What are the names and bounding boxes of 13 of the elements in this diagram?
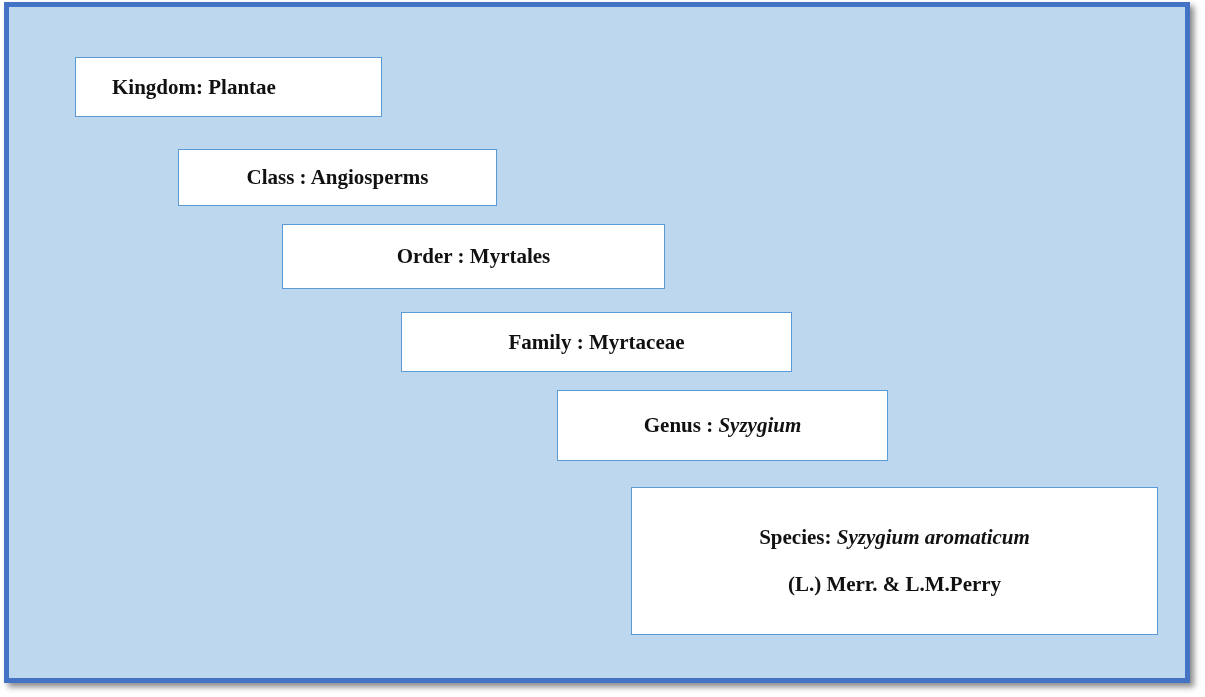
taxon-box: [282, 224, 665, 289]
taxon-box: [75, 57, 382, 117]
taxon-box: [178, 149, 497, 206]
taxon-box: [401, 312, 792, 372]
taxon-label: Family : Myrtaceae: [508, 329, 685, 355]
taxon-label: Species: Syzygium aromaticum: [759, 525, 1030, 550]
taxon-label: Kingdom: Plantae: [112, 74, 276, 100]
taxon-label: Genus : Syzygium: [643, 413, 802, 438]
taxon-box: [631, 487, 1158, 635]
taxon-label: Order : Myrtales: [396, 244, 551, 269]
taxon-box: [557, 390, 888, 461]
taxon-label: Class : Angiosperms: [246, 165, 429, 190]
author-citation: (L.) Merr. & L.M.Perry: [787, 572, 1002, 597]
